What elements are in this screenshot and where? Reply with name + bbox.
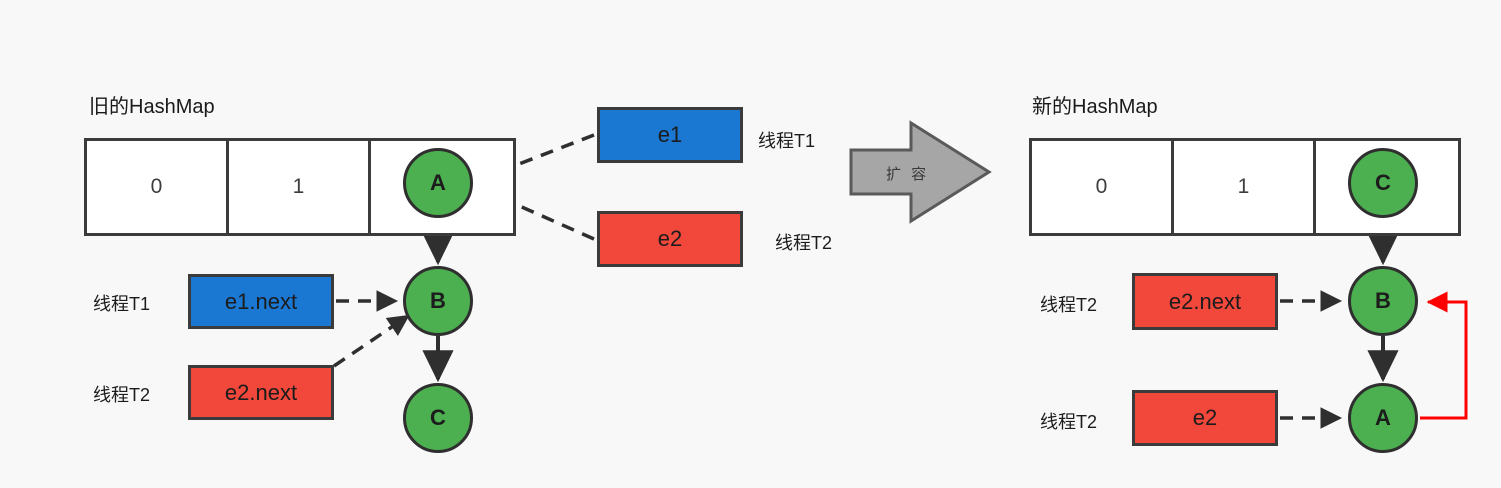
entry-box-new-e2-next[interactable]: e2.next	[1132, 273, 1278, 330]
resize-arrow-label: 扩 容	[886, 166, 930, 183]
bucket-cell-new-1[interactable]: 1	[1174, 141, 1316, 233]
entry-box-e2[interactable]: e2	[597, 211, 743, 267]
thread-label-e2-next: 线程T2	[93, 385, 151, 405]
page-title-old-hashmap: 旧的HashMap	[89, 96, 215, 118]
entry-box-e1-next[interactable]: e1.next	[188, 274, 334, 329]
node-a-old[interactable]: A	[403, 148, 473, 218]
node-c-new[interactable]: C	[1348, 148, 1418, 218]
edge-e2next-to-b	[333, 314, 410, 368]
bucket-cell-0[interactable]: 0	[87, 141, 229, 233]
bucket-cell-1[interactable]: 1	[229, 141, 371, 233]
thread-label-new-e2: 线程T2	[1040, 412, 1098, 432]
entry-box-e1[interactable]: e1	[597, 107, 743, 163]
node-c-old[interactable]: C	[403, 383, 473, 453]
entry-box-new-e2[interactable]: e2	[1132, 390, 1278, 446]
resize-arrow-shape	[849, 120, 992, 224]
entry-box-e2-next[interactable]: e2.next	[188, 365, 334, 420]
edge-loop-a-to-b	[1420, 291, 1468, 420]
node-b-old[interactable]: B	[403, 266, 473, 336]
node-b-new[interactable]: B	[1348, 266, 1418, 336]
thread-label-e1: 线程T1	[758, 131, 816, 151]
page-title-new-hashmap: 新的HashMap	[1032, 96, 1158, 118]
thread-label-new-e2-next: 线程T2	[1040, 295, 1098, 315]
node-a-new[interactable]: A	[1348, 383, 1418, 453]
thread-label-e1-next: 线程T1	[93, 294, 151, 314]
bucket-cell-new-0[interactable]: 0	[1032, 141, 1174, 233]
thread-label-e2: 线程T2	[775, 233, 833, 253]
